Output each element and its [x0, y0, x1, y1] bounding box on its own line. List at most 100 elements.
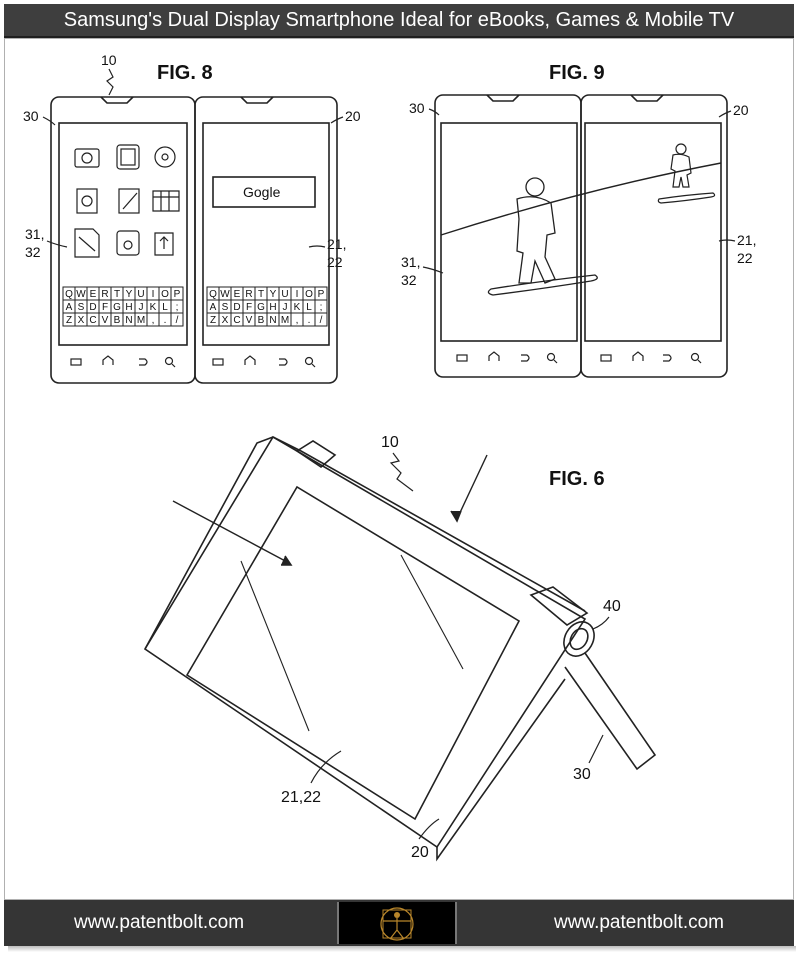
fig6-ref-device-leader — [389, 452, 414, 492]
keyboard-key-label: V — [102, 315, 109, 326]
fig8-ref-right: 20 — [345, 108, 361, 124]
contacts-face — [81, 195, 93, 207]
patent-figures-panel: FIG. 8 10 30 20 31, 32 21, 22 — [4, 38, 794, 900]
fig6-hinge-top — [295, 440, 337, 469]
back-icon — [139, 358, 148, 366]
menu-icon — [212, 358, 224, 366]
keyboard-key-label: I — [152, 289, 155, 300]
keyboard-key-label: K — [150, 302, 157, 313]
memo-icon — [118, 188, 140, 214]
fig6-arrow-right-head — [450, 510, 462, 523]
fig6-ref-hinge-leader — [592, 616, 610, 630]
keyboard-key-label: A — [66, 302, 73, 313]
fig9-ref-left-screen-b: 32 — [401, 272, 417, 288]
fig6-ref-front: 20 — [411, 844, 429, 861]
keyboard-key-label: B — [258, 315, 265, 326]
search-icon — [304, 356, 314, 366]
patent-drawing: FIG. 8 10 30 20 31, 32 21, 22 — [23, 52, 756, 862]
keyboard-key-label: Z — [66, 315, 72, 326]
keyboard-key-label: Q — [209, 289, 217, 300]
fig6-bottom-edge — [436, 678, 566, 862]
fig6-title: FIG. 6 — [549, 468, 605, 490]
home-icon — [632, 351, 644, 361]
fig9-ref-left-screen-leader — [422, 266, 444, 274]
keyboard-key-label: S — [78, 302, 85, 313]
keyboard-key-label: / — [320, 315, 323, 326]
keyboard-key-label: F — [102, 302, 108, 313]
fig9-ref-left-screen-a: 31, — [401, 254, 420, 270]
fig9-ref-right-screen-a: 21, — [737, 232, 756, 248]
keyboard-key-label: J — [283, 302, 288, 313]
camera-icon — [74, 148, 100, 168]
fig6-hinge-bottom — [529, 586, 589, 626]
keyboard-key-label: N — [125, 315, 132, 326]
fig6-screen — [185, 485, 521, 821]
footer-shadow — [8, 946, 796, 952]
patentbolt-logo — [337, 902, 457, 944]
fig6-ref-hinge: 40 — [603, 598, 621, 615]
fig8-ref-device-leader — [106, 68, 114, 96]
keyboard-key-label: X — [222, 315, 229, 326]
fig6-ref-back-leader — [588, 734, 604, 764]
keyboard-key-label: P — [318, 289, 325, 300]
keyboard-key-label: M — [137, 315, 145, 326]
keyboard-key-label: Y — [270, 289, 277, 300]
fig6-arrow-right-line — [456, 454, 488, 520]
fig9-ref-right-leader — [718, 110, 732, 118]
fig8-right-nav-bar — [212, 355, 316, 368]
gallery-inner — [120, 148, 136, 166]
fig6-screen-reflection-2 — [400, 554, 464, 670]
fig8-title: FIG. 8 — [157, 62, 213, 84]
footer-link-right[interactable]: www.patentbolt.com — [553, 912, 724, 933]
search-icon-handle — [171, 363, 176, 368]
fig9-left-nav-bar — [456, 351, 558, 364]
fig8-ref-left-leader — [42, 116, 56, 126]
fig6-ref-back: 30 — [573, 766, 591, 783]
keyboard-key-label: U — [137, 289, 144, 300]
usb-icon — [154, 232, 174, 256]
fig8-left-nav-bar — [70, 355, 176, 368]
home-icon — [488, 351, 500, 361]
keyboard-key-label: U — [281, 289, 288, 300]
footer-link-left[interactable]: www.patentbolt.com — [74, 912, 245, 933]
fig6-screen-reflection-1 — [240, 560, 310, 732]
keyboard-key-label: B — [114, 315, 121, 326]
back-icon — [279, 358, 288, 366]
fig8-ref-left-screen-leader — [46, 240, 68, 248]
fig9-left-device — [434, 94, 582, 378]
fig9-ref-right-screen-b: 22 — [737, 250, 753, 266]
fig8-ref-left-screen-b: 32 — [25, 244, 41, 260]
keyboard-key-label: G — [113, 302, 121, 313]
keyboard-key-label: C — [89, 315, 96, 326]
keyboard-key-label: G — [257, 302, 265, 313]
mp3-icon — [154, 146, 176, 168]
keyboard-key — [170, 312, 184, 327]
keyboard-key-label: K — [294, 302, 301, 313]
fig6-arrow-left-head — [281, 555, 293, 566]
fig6-ref-device: 10 — [381, 434, 399, 451]
keyboard-key-label: E — [90, 289, 97, 300]
notes-pen — [78, 236, 96, 252]
fig6-hinge-knob-inner — [569, 627, 589, 651]
calendar-icon — [152, 190, 180, 212]
fig6-ref-screen: 21,22 — [281, 789, 321, 806]
fig8-app-icons — [74, 144, 180, 258]
keyboard-key-label: H — [125, 302, 132, 313]
fig6-left-edge — [144, 436, 274, 650]
keyboard-key-label: L — [162, 302, 168, 313]
back-icon — [663, 354, 672, 362]
fig9-right-nav-bar — [600, 351, 702, 364]
search-icon — [690, 352, 700, 362]
pet-paw — [123, 240, 133, 250]
keyboard-key-label: N — [269, 315, 276, 326]
keyboard-key-label: / — [176, 315, 179, 326]
fig9-ref-left-leader — [428, 108, 440, 116]
back-icon — [521, 354, 530, 362]
keyboard-key-label: L — [306, 302, 312, 313]
camera-lens — [81, 152, 93, 164]
gallery-icon — [116, 144, 140, 170]
keyboard-key-label: D — [89, 302, 96, 313]
